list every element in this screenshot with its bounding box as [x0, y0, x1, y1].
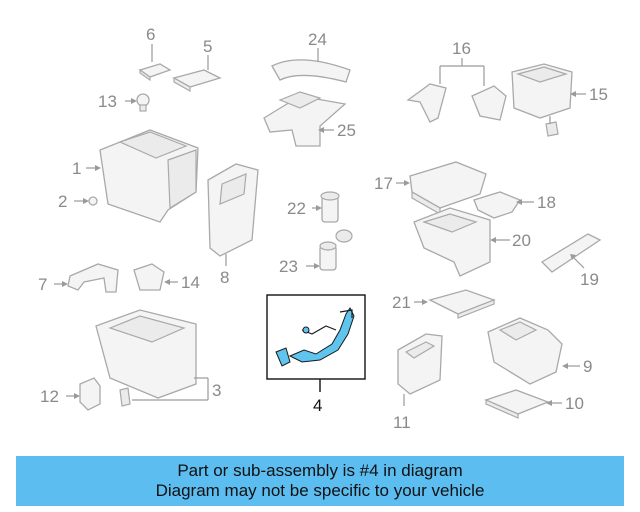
label-11: 11	[393, 413, 411, 432]
label-23: 23	[279, 257, 298, 276]
part-4: 4	[266, 294, 366, 415]
label-16: 16	[452, 39, 471, 58]
harness-connector	[275, 347, 291, 367]
harness-wire	[288, 307, 355, 363]
label-8: 8	[220, 268, 229, 287]
label-15: 15	[589, 85, 608, 104]
part-12: 12	[40, 377, 101, 411]
part-13: 13	[98, 92, 150, 112]
label-6: 6	[146, 25, 155, 44]
part-22: 22	[287, 191, 340, 223]
part-17: 17	[374, 161, 487, 216]
part-7: 7	[38, 263, 119, 294]
part-16: 16	[406, 39, 507, 123]
label-5: 5	[203, 37, 212, 56]
label-18: 18	[537, 193, 556, 212]
label-20: 20	[512, 231, 531, 250]
label-7: 7	[38, 275, 47, 294]
part-23: 23	[279, 229, 353, 276]
part-25: 25	[263, 91, 356, 147]
label-21: 21	[392, 293, 411, 312]
label-22: 22	[287, 199, 306, 218]
label-12: 12	[40, 387, 59, 406]
part-3: 3	[95, 309, 221, 407]
part-5: 5	[172, 37, 222, 93]
part-11: 11	[393, 333, 443, 432]
part-2: 2	[58, 192, 98, 211]
label-24: 24	[308, 30, 327, 49]
part-18: 18	[473, 191, 556, 219]
parts-diagram: 6 5 13 24 25 16	[38, 25, 608, 432]
label-19: 19	[580, 270, 599, 289]
part-14: 14	[133, 263, 200, 292]
part-15: 15	[511, 63, 608, 137]
part-6: 6	[138, 25, 172, 82]
part-9: 9	[487, 317, 592, 385]
label-4: 4	[313, 396, 322, 415]
part-20: 20	[413, 207, 531, 277]
part-24: 24	[271, 30, 351, 83]
part-21: 21	[392, 289, 496, 319]
part-8: 8	[207, 163, 259, 287]
part-1: 1	[72, 129, 199, 223]
label-10: 10	[565, 394, 584, 413]
label-17: 17	[374, 174, 393, 193]
banner-line-2: Diagram may not be specific to your vehi…	[155, 481, 485, 500]
info-banner: Part or sub-assembly is #4 in diagram Di…	[16, 456, 624, 506]
label-1: 1	[72, 159, 81, 178]
label-25: 25	[337, 121, 356, 140]
label-14: 14	[181, 273, 200, 292]
banner-line-1: Part or sub-assembly is #4 in diagram	[177, 461, 463, 480]
label-9: 9	[583, 357, 592, 376]
label-3: 3	[212, 381, 221, 400]
label-13: 13	[98, 92, 117, 111]
part-10: 10	[484, 389, 584, 419]
label-2: 2	[58, 192, 67, 211]
part-19: 19	[540, 233, 602, 289]
